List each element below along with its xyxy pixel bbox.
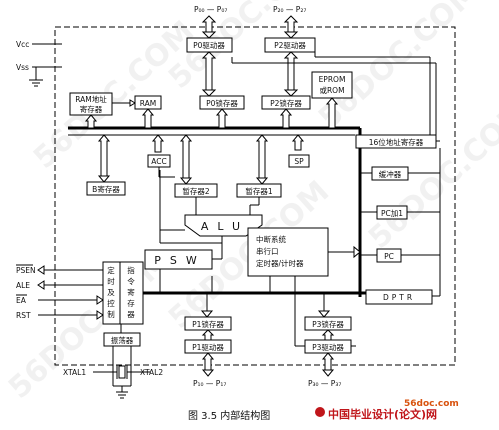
timing-control-char: 时 bbox=[107, 276, 115, 286]
eprom-line1: EPROM bbox=[319, 75, 346, 84]
timing-control-char: 及 bbox=[107, 288, 115, 297]
instruction-register-char: 指 bbox=[127, 265, 135, 275]
power-pins: Vcc Vss bbox=[16, 40, 62, 87]
p0-pins-label: P₀₀ — P₀₇ bbox=[194, 5, 227, 14]
site-url: 56doc.com bbox=[404, 399, 459, 409]
site-brand: 中国毕业设计(论文)网 bbox=[328, 407, 437, 421]
interrupt-serial-timer bbox=[247, 227, 329, 277]
chip-boundary bbox=[54, 26, 456, 366]
p3-latch-label: P3锁存器 bbox=[312, 319, 344, 329]
oscillator bbox=[103, 332, 141, 347]
p0-driver-label: P0驱动器 bbox=[193, 40, 225, 50]
p2-driver-label: P2驱动器 bbox=[274, 40, 306, 50]
xtal1-label: XTAL1 bbox=[63, 368, 86, 377]
interrupt-line3: 定时器/计时器 bbox=[256, 258, 304, 268]
p0-latch-label: P0锁存器 bbox=[206, 98, 238, 108]
crystal-symbol bbox=[93, 365, 150, 399]
timing-control-char: 控 bbox=[107, 298, 115, 308]
b-register bbox=[86, 181, 126, 196]
ale-label: ALE bbox=[16, 281, 30, 290]
control-signal-pins: PSEN ALE EA RST bbox=[16, 264, 104, 320]
top-pins: P₀₀ — P₀₇ P₂₀ — P₂₇ bbox=[194, 5, 306, 39]
sp bbox=[288, 154, 310, 168]
rst-label: RST bbox=[16, 311, 31, 320]
vss-label: Vss bbox=[16, 63, 29, 72]
p1-pins-label: P₁₀ — P₁₇ bbox=[193, 379, 226, 388]
p2-pins-label: P₂₀ — P₂₇ bbox=[273, 5, 306, 14]
ram-address-register-line2: 寄存器 bbox=[80, 104, 103, 114]
p2-pin-arrow bbox=[283, 15, 299, 33]
psw-label: PSW bbox=[154, 254, 206, 267]
ram-address-register-line1: RAM地址 bbox=[75, 94, 107, 104]
eprom-line2: 或ROM bbox=[319, 85, 344, 95]
xtal2-label: XTAL2 bbox=[140, 368, 163, 377]
watermark-layer: 56DOC.COM 56DOC.COM 56DOC.COM 56DOC.COM … bbox=[2, 0, 499, 406]
address-register-16bit-label: 16位地址寄存器 bbox=[369, 137, 424, 147]
timing-control-char: 定 bbox=[107, 265, 115, 275]
interrupt-line2: 串行口 bbox=[256, 246, 279, 256]
p1-driver-label: P1驱动器 bbox=[192, 342, 224, 352]
sp-label: SP bbox=[294, 157, 304, 166]
alu bbox=[184, 214, 263, 237]
p1-latch-label: P1锁存器 bbox=[192, 319, 224, 329]
p3-driver-label: P3驱动器 bbox=[312, 342, 344, 352]
ram-label: RAM bbox=[140, 99, 157, 108]
watermark: 56DOC.COM bbox=[27, 14, 201, 176]
dptr-label: DPTR bbox=[383, 293, 415, 302]
psen-label: PSEN bbox=[16, 266, 36, 275]
instruction-register-char: 寄 bbox=[127, 287, 135, 297]
acc-label: ACC bbox=[151, 157, 166, 166]
p2-latch-label: P2锁存器 bbox=[270, 98, 302, 108]
alu-label: ALU bbox=[201, 220, 249, 233]
timing-control-and-instruction-register bbox=[102, 261, 144, 325]
figure-caption: 图 3.5 内部结构图 bbox=[188, 409, 270, 422]
p2-driver bbox=[264, 37, 316, 53]
pc-label: PC bbox=[384, 252, 394, 261]
watermark: 56DOC.COM bbox=[312, 0, 486, 136]
temp-register-2-label: 暂存器2 bbox=[182, 186, 209, 196]
vcc-label: Vcc bbox=[16, 40, 29, 49]
p3-pins-label: P₃₀ — P₃₇ bbox=[308, 379, 341, 388]
instruction-register-char: 存 bbox=[127, 298, 135, 308]
oscillator-label: 振荡器 bbox=[111, 335, 134, 345]
timing-control-char: 制 bbox=[107, 309, 115, 319]
temp-register-1-label: 暂存器1 bbox=[245, 186, 272, 196]
interrupt-line1: 中断系统 bbox=[256, 234, 286, 244]
buffer-label: 缓冲器 bbox=[379, 169, 402, 179]
pc-increment-label: PC加1 bbox=[381, 208, 403, 218]
site-logo-icon bbox=[315, 407, 325, 417]
instruction-register-char: 令 bbox=[127, 276, 135, 286]
ea-label: EA bbox=[16, 296, 27, 305]
b-register-label: B寄存器 bbox=[92, 184, 120, 194]
dptr bbox=[365, 289, 433, 305]
instruction-register-char: 器 bbox=[127, 310, 135, 319]
site-footer: 56doc.com 中国毕业设计(论文)网 bbox=[315, 399, 459, 421]
